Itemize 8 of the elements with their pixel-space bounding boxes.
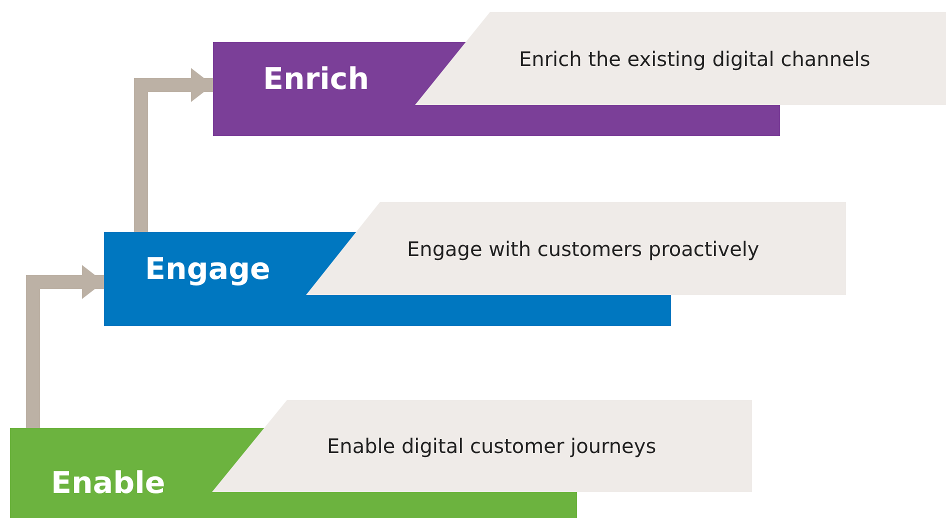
elbow-arrow — [26, 265, 104, 428]
stage-label: Enable — [51, 466, 166, 500]
stage-description: Enable digital customer journeys — [327, 434, 656, 458]
elbow-arrow — [134, 68, 213, 232]
stage-description: Engage with customers proactively — [407, 236, 760, 260]
stage-label: Enrich — [263, 62, 370, 96]
stage-label: Engage — [145, 252, 270, 286]
stage-description: Enrich the existing digital channels — [519, 46, 870, 70]
